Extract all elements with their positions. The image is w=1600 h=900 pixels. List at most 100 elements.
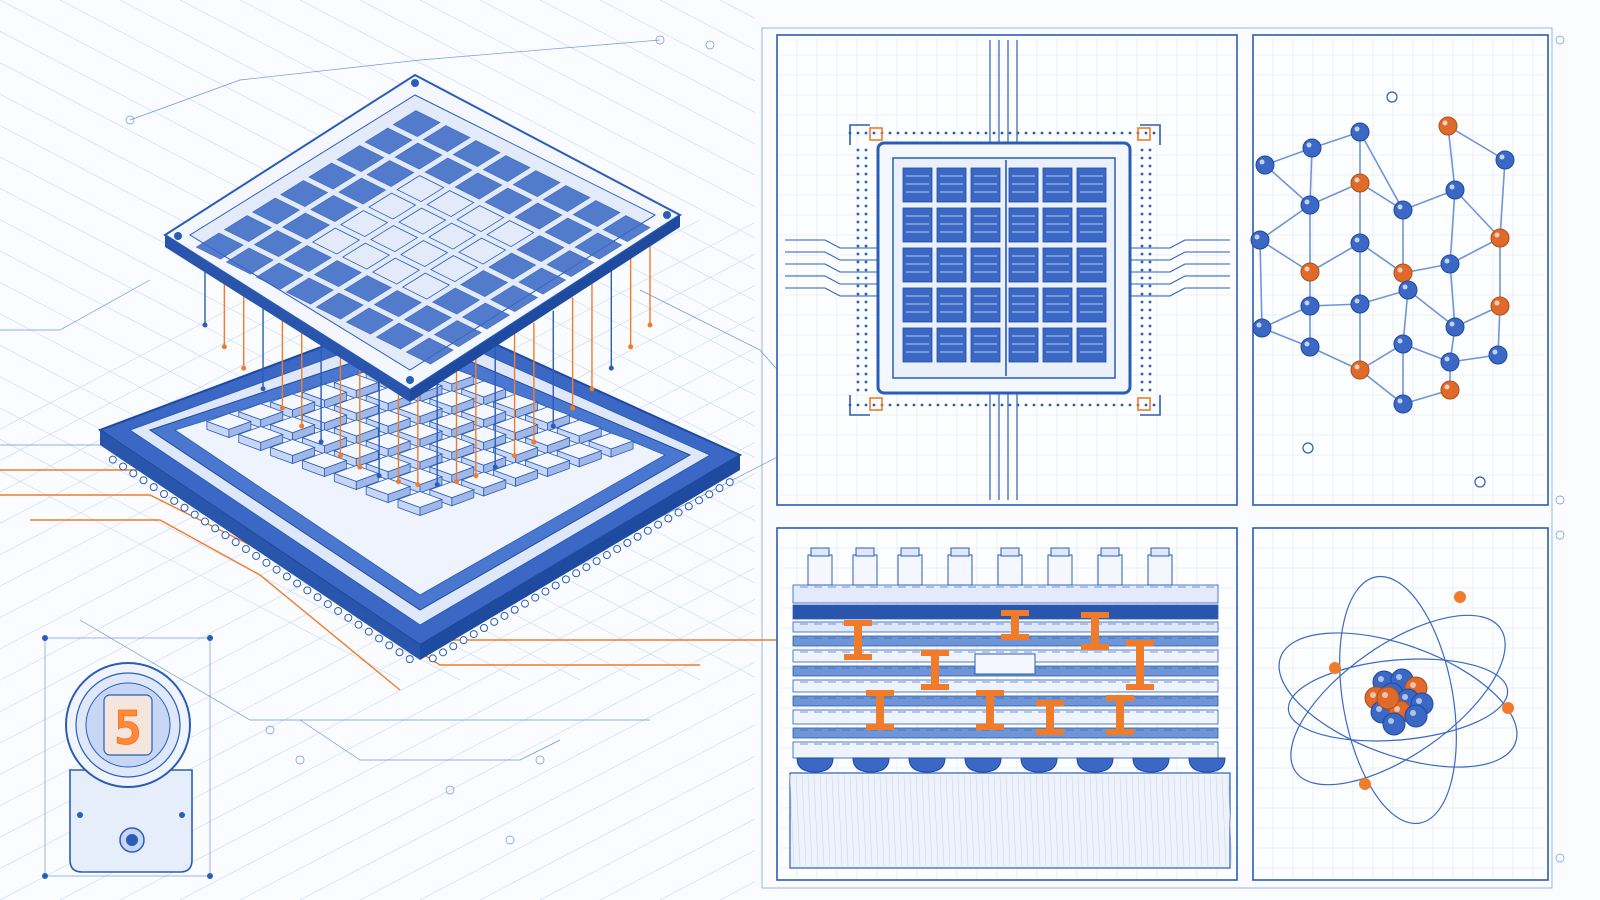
hatch	[825, 774, 831, 867]
hatch	[885, 774, 891, 867]
die-block	[253, 230, 302, 258]
blue-atom	[1300, 296, 1320, 316]
pad	[952, 131, 956, 135]
pad	[864, 308, 868, 312]
pad	[856, 244, 860, 248]
bond	[1309, 147, 1313, 206]
die-block	[311, 227, 361, 255]
pad	[1140, 364, 1144, 368]
hatch	[957, 774, 963, 867]
pad	[1148, 236, 1152, 240]
atom-highlight	[1402, 284, 1408, 290]
component-side	[355, 381, 379, 400]
pin	[459, 636, 468, 645]
pin	[190, 510, 199, 519]
pin	[129, 469, 138, 478]
hatch	[1113, 774, 1119, 867]
die-block	[281, 212, 331, 240]
floorplan-cell	[936, 167, 967, 203]
grid-line	[0, 219, 761, 618]
hatch	[1167, 774, 1173, 867]
pin-end	[608, 365, 614, 371]
pin	[705, 490, 714, 499]
floorplan-cell	[1008, 327, 1039, 363]
floorplan-cell	[1042, 167, 1073, 203]
blue-atom	[1393, 334, 1413, 354]
die-block	[370, 225, 419, 253]
component-side	[355, 450, 379, 468]
pad	[1148, 292, 1152, 296]
side-trace	[785, 275, 878, 285]
pin-end	[357, 464, 363, 470]
pad	[1128, 131, 1132, 135]
pad	[1008, 131, 1012, 135]
pad	[856, 188, 860, 192]
pin	[500, 611, 509, 620]
die-block	[308, 162, 357, 190]
atom-highlight	[1354, 364, 1360, 370]
solder-bump	[1020, 757, 1058, 773]
pad	[864, 236, 868, 240]
pin-end	[570, 405, 576, 411]
hatch	[1017, 774, 1023, 867]
blue-atom	[1255, 155, 1275, 175]
pad	[856, 403, 860, 407]
floorplan-cell	[1076, 327, 1107, 363]
side-trace	[1130, 275, 1230, 285]
pad	[1016, 403, 1020, 407]
hatch	[1005, 774, 1011, 867]
pad	[864, 276, 868, 280]
blue-atom	[1398, 280, 1418, 300]
pad	[856, 196, 860, 200]
hatch	[867, 774, 873, 867]
atom-highlight	[1397, 267, 1403, 273]
component-side	[355, 472, 379, 491]
pad	[1140, 300, 1144, 304]
die-block	[405, 337, 454, 365]
pad	[1148, 316, 1152, 320]
hatch	[1173, 774, 1179, 867]
pin-end	[647, 322, 653, 328]
die-block	[516, 235, 565, 263]
pad	[856, 276, 860, 280]
pad	[872, 131, 876, 135]
hatch	[1137, 774, 1143, 867]
hatch	[1203, 774, 1209, 867]
pin-end	[241, 365, 247, 371]
pad	[1148, 220, 1152, 224]
pad	[856, 172, 860, 176]
floorplan-cell	[1008, 207, 1039, 243]
pin	[449, 642, 458, 651]
grid-line	[0, 219, 821, 650]
die-block	[195, 232, 244, 260]
electron	[1502, 702, 1514, 714]
atom-highlight	[1442, 120, 1448, 126]
die-block	[431, 287, 481, 315]
pin	[439, 648, 448, 657]
die-block	[401, 272, 451, 300]
hatch	[1083, 774, 1089, 867]
pin	[344, 613, 353, 622]
pad	[1152, 131, 1156, 135]
pin	[334, 606, 343, 615]
highlight	[1370, 692, 1376, 698]
floorplan-cell	[902, 327, 933, 363]
via-stem	[1011, 610, 1019, 640]
side-trace	[1130, 251, 1230, 261]
side-trace	[785, 251, 878, 261]
pin	[633, 532, 642, 541]
pad	[1128, 403, 1132, 407]
orange-atom	[1350, 360, 1370, 380]
hatch	[795, 774, 801, 867]
pad	[896, 131, 900, 135]
pad	[1024, 403, 1028, 407]
bond	[1359, 131, 1404, 211]
atom-highlight	[1304, 199, 1310, 205]
floorplan-cell	[902, 247, 933, 283]
die-block	[460, 270, 509, 298]
component-side	[578, 427, 602, 445]
blue-atom	[1393, 394, 1413, 414]
solder-bump	[964, 757, 1002, 773]
pad	[864, 356, 868, 360]
